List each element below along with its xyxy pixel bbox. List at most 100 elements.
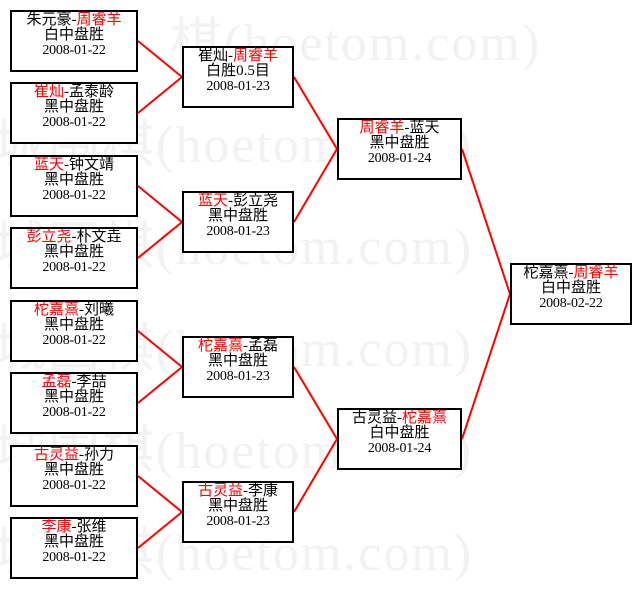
match-players: 古灵益-孙力 (12, 447, 136, 463)
connector-line (293, 366, 338, 440)
match-date: 2008-01-23 (206, 513, 270, 529)
connector-line (293, 148, 338, 223)
match-result: 黑中盘胜 (43, 317, 104, 334)
player-separator: - (64, 84, 69, 100)
player-b-name: 周睿羊 (76, 12, 122, 28)
connector-line (137, 221, 183, 259)
match-result: 黑中盘胜 (43, 99, 104, 116)
connector-line (461, 293, 511, 440)
match-players: 李康-张维 (12, 519, 136, 535)
player-b-name: 张维 (76, 519, 107, 535)
player-separator: - (71, 229, 77, 245)
player-b-name: 孙力 (84, 447, 115, 463)
connector-line (137, 185, 183, 223)
match-date: 2008-01-22 (42, 332, 106, 348)
player-a-name: 彭立尧 (26, 229, 72, 245)
match-players: 孟磊-李喆 (12, 374, 136, 390)
player-separator: - (243, 483, 248, 499)
connector-line (137, 76, 183, 114)
player-b-name: 周睿羊 (573, 265, 619, 281)
player-b-name: 孟磊 (248, 338, 279, 354)
player-separator: - (79, 302, 84, 318)
player-a-name: 柁嘉熹 (523, 265, 569, 281)
match-result: 黑中盘胜 (43, 172, 104, 189)
match-players: 古灵益-李康 (184, 483, 292, 499)
player-separator: - (404, 120, 410, 136)
player-separator: - (243, 338, 248, 354)
match-result: 黑中盘胜 (43, 462, 104, 479)
match-date: 2008-01-24 (367, 440, 432, 456)
connector-line (137, 475, 183, 513)
player-b-name: 李康 (248, 483, 279, 499)
match-result: 黑中盘胜 (43, 244, 104, 261)
player-a-name: 崔灿 (33, 84, 64, 100)
player-a-name: 崔灿 (197, 48, 228, 64)
match-date: 2008-01-23 (206, 78, 270, 94)
player-a-name: 古灵益 (197, 483, 243, 499)
player-a-name: 朱元豪 (26, 12, 72, 28)
connector-line (137, 40, 183, 78)
match-date: 2008-01-22 (42, 114, 106, 130)
player-b-name: 李喆 (76, 374, 107, 390)
match-players: 蓝天-彭立尧 (184, 193, 292, 209)
match-players: 蓝天-钟文靖 (12, 157, 136, 173)
match-result: 白胜0.5目 (206, 63, 270, 80)
match-result: 黑中盘胜 (207, 498, 268, 515)
match-date: 2008-01-22 (42, 477, 106, 493)
match-players: 周睿羊-蓝天 (339, 120, 460, 136)
match-date: 2008-01-24 (367, 150, 432, 166)
match-result: 白中盘胜 (540, 280, 601, 297)
player-b-name: 柁嘉熹 (402, 410, 448, 426)
player-a-name: 柁嘉熹 (197, 338, 243, 354)
match-result: 白中盘胜 (369, 425, 430, 442)
match-date: 2008-01-22 (42, 404, 106, 420)
player-b-name: 彭立尧 (233, 193, 279, 209)
player-a-name: 蓝天 (197, 193, 228, 209)
connector-line (293, 76, 338, 150)
match-date: 2008-01-23 (206, 223, 270, 239)
player-b-name: 孟泰龄 (69, 84, 115, 100)
match-date: 2008-01-22 (42, 187, 106, 203)
match-date: 2008-01-22 (42, 259, 106, 275)
player-separator: - (397, 410, 402, 426)
player-separator: - (79, 447, 84, 463)
player-separator: - (71, 519, 77, 535)
player-separator: - (228, 193, 233, 209)
player-a-name: 柁嘉熹 (33, 302, 79, 318)
player-separator: - (228, 48, 233, 64)
player-separator: - (568, 265, 574, 281)
connector-line (137, 511, 183, 549)
connector-line (461, 148, 511, 295)
match-result: 白中盘胜 (43, 27, 104, 44)
match-result: 黑中盘胜 (207, 353, 268, 370)
player-separator: - (71, 374, 77, 390)
match-players: 朱元豪-周睿羊 (12, 12, 136, 28)
player-b-name: 朴文垚 (76, 229, 122, 245)
match-players: 崔灿-周睿羊 (184, 48, 292, 64)
match-date: 2008-01-22 (42, 42, 106, 58)
match-result: 黑中盘胜 (43, 534, 104, 551)
match-result: 黑中盘胜 (207, 208, 268, 225)
player-a-name: 李康 (41, 519, 72, 535)
match-players: 古灵益-柁嘉熹 (339, 410, 460, 426)
match-result: 黑中盘胜 (43, 389, 104, 406)
player-a-name: 蓝天 (33, 157, 64, 173)
player-a-name: 孟磊 (41, 374, 72, 390)
match-players: 柁嘉熹-周睿羊 (512, 265, 630, 281)
